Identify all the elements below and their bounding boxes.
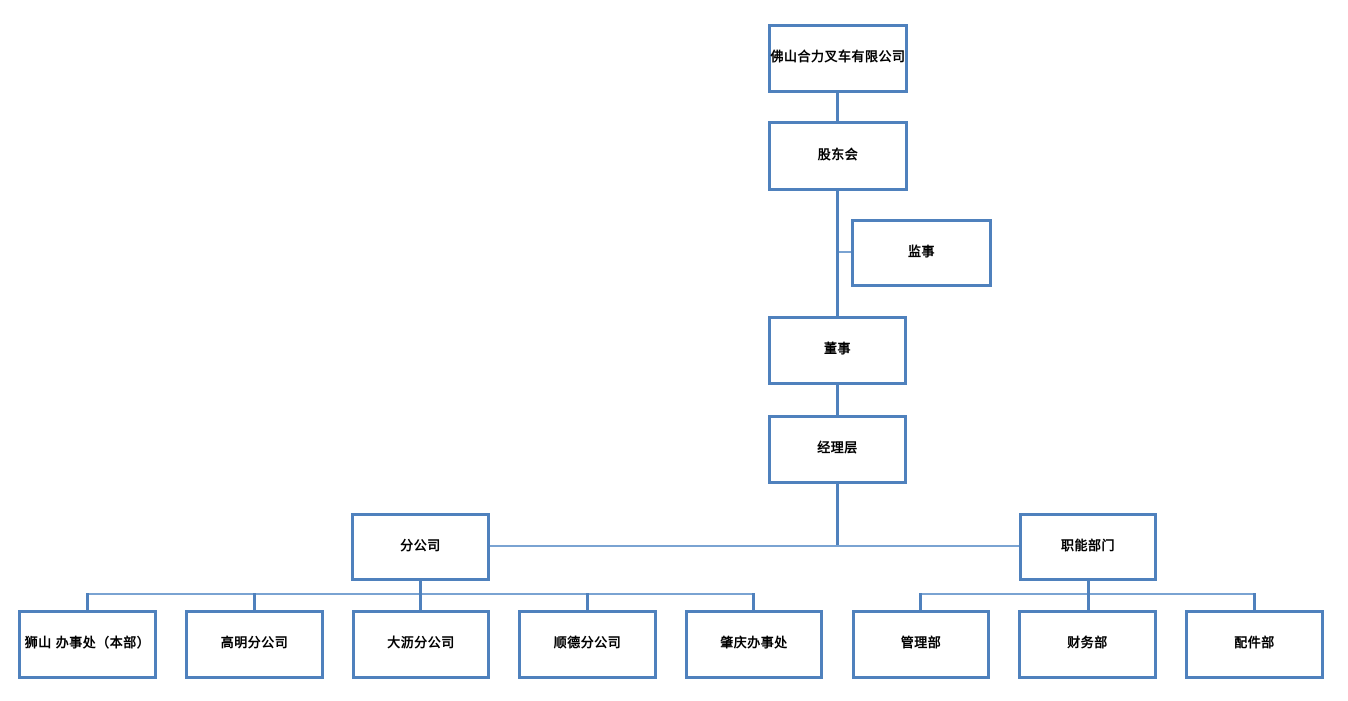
org-node-management-dept: 管理部 — [852, 610, 990, 679]
org-node-label: 职能部门 — [1060, 537, 1115, 553]
org-node-finance-dept: 财务部 — [1018, 610, 1157, 679]
org-node-label: 经理层 — [817, 440, 858, 455]
connector-crossbar — [490, 545, 1019, 547]
connector-branch-trunk — [419, 581, 422, 594]
org-node-branch-companies: 分公司 — [351, 513, 490, 581]
connector-supervisor-stub — [839, 251, 851, 253]
org-node-label: 肇庆办事处 — [720, 635, 788, 650]
org-node-label: 财务部 — [1067, 635, 1108, 650]
connector-stub-dali — [419, 593, 422, 610]
org-node-director: 董事 — [768, 316, 907, 385]
connector-management-crossbar — [836, 484, 839, 546]
connector-stub-gaoming — [253, 593, 256, 610]
org-node-management-level: 经理层 — [768, 415, 907, 484]
org-node-label: 管理部 — [900, 635, 942, 650]
org-node-label: 配件部 — [1234, 635, 1275, 650]
org-node-shareholders-meeting: 股东会 — [768, 121, 908, 191]
connector-stub-parts — [1253, 593, 1256, 610]
org-node-label: 监事 — [907, 243, 935, 259]
org-node-label: 分公司 — [400, 537, 441, 553]
org-node-label: 佛山合力叉车有限公司 — [770, 49, 906, 64]
org-node-label: 股东会 — [817, 146, 859, 162]
org-node-parts-dept: 配件部 — [1185, 610, 1324, 679]
org-node-shishan-office-hq: 狮山 办事处（本部） — [18, 610, 157, 679]
org-node-label: 董事 — [823, 341, 851, 356]
connector-stub-finance — [1087, 593, 1090, 610]
org-node-shunde-branch: 顺德分公司 — [518, 610, 657, 679]
org-node-gaoming-branch: 高明分公司 — [185, 610, 324, 679]
org-node-label: 高明分公司 — [220, 635, 289, 650]
connector-functional-trunk — [1087, 581, 1090, 594]
connector-company-shareholders — [836, 93, 839, 121]
org-node-company: 佛山合力叉车有限公司 — [768, 24, 908, 93]
connector-stub-shunde — [586, 593, 589, 610]
org-node-label: 大沥分公司 — [387, 635, 455, 650]
org-node-functional-departments: 职能部门 — [1019, 513, 1157, 581]
org-node-dali-branch: 大沥分公司 — [352, 610, 490, 679]
connector-stub-zhaoqing — [752, 593, 755, 610]
connector-stub-shishan — [86, 593, 89, 610]
org-node-zhaoqing-office: 肇庆办事处 — [685, 610, 823, 679]
org-node-label: 顺德分公司 — [553, 635, 622, 650]
connector-stub-mgmtdept — [919, 593, 922, 610]
connector-director-management — [836, 385, 839, 415]
org-node-label: 狮山 办事处（本部） — [24, 635, 151, 650]
org-node-supervisor: 监事 — [851, 219, 992, 287]
connector-shareholders-director — [836, 191, 839, 316]
